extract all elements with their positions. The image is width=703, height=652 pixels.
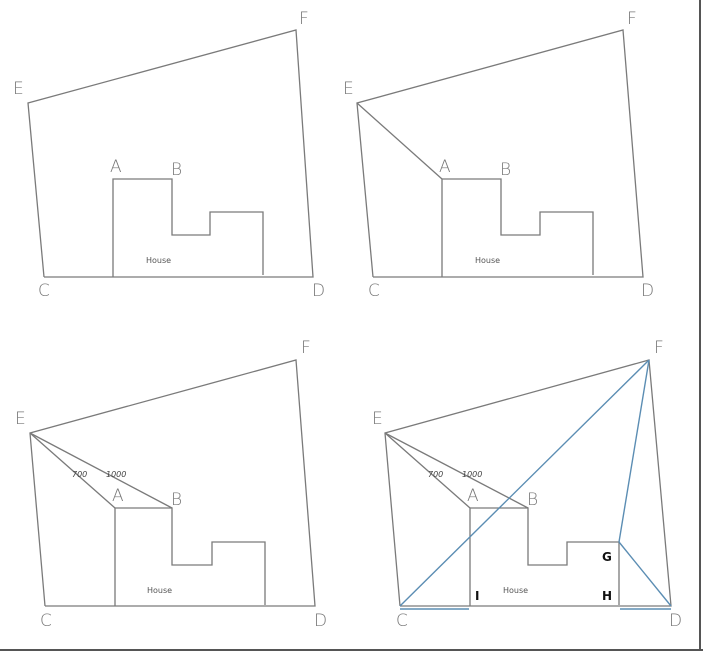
label-g: G: [602, 550, 612, 564]
line-e-a: [384, 432, 471, 509]
house-label: House: [475, 256, 500, 265]
label-a: A: [467, 486, 479, 506]
label-c: C: [40, 611, 52, 631]
line-e-a: [356, 102, 443, 180]
label-f: F: [299, 9, 309, 29]
label-h: H: [602, 589, 612, 603]
measure-e-b: 1000: [106, 470, 126, 479]
line-e-a: [29, 432, 116, 509]
panel-2: E F A B C D House: [343, 9, 654, 301]
house-label: House: [147, 586, 172, 595]
house-label: House: [503, 586, 528, 595]
panel-3: 700 1000 E F A B C D House: [15, 338, 327, 631]
label-f: F: [627, 9, 637, 29]
house-outline: [114, 507, 266, 606]
label-e: E: [372, 409, 383, 429]
label-a: A: [112, 486, 124, 506]
line-c-f: [399, 359, 650, 607]
lot-boundary: [27, 29, 314, 278]
label-b: B: [500, 160, 511, 180]
house-outline: [112, 178, 264, 277]
lot-boundary: [356, 29, 644, 278]
panel-4: 700 1000 E F A B C D G H I House: [372, 338, 682, 631]
house-label: House: [146, 256, 171, 265]
label-c: C: [396, 611, 408, 631]
lot-boundary: [29, 359, 316, 607]
label-e: E: [343, 79, 354, 99]
house-outline: [441, 178, 594, 277]
label-f: F: [301, 338, 311, 358]
measure-e-b: 1000: [462, 470, 482, 479]
label-d: D: [669, 611, 682, 631]
label-b: B: [171, 160, 182, 180]
house-outline: [469, 507, 620, 606]
label-a: A: [110, 157, 122, 177]
measure-e-a: 700: [428, 470, 443, 479]
line-e-b: [29, 432, 173, 509]
label-b: B: [171, 490, 182, 510]
label-e: E: [15, 409, 26, 429]
label-e: E: [13, 79, 24, 99]
label-c: C: [368, 281, 380, 301]
label-d: D: [314, 611, 327, 631]
line-g-d: [618, 541, 672, 607]
label-c: C: [38, 281, 50, 301]
label-i: I: [475, 589, 479, 603]
line-f-g: [618, 359, 650, 543]
line-e-b: [384, 432, 529, 509]
label-a: A: [439, 157, 451, 177]
label-b: B: [527, 490, 538, 510]
label-f: F: [654, 338, 664, 358]
measure-e-a: 700: [72, 470, 87, 479]
panel-1: E F A B C D House: [13, 9, 325, 301]
label-d: D: [641, 281, 654, 301]
label-d: D: [312, 281, 325, 301]
